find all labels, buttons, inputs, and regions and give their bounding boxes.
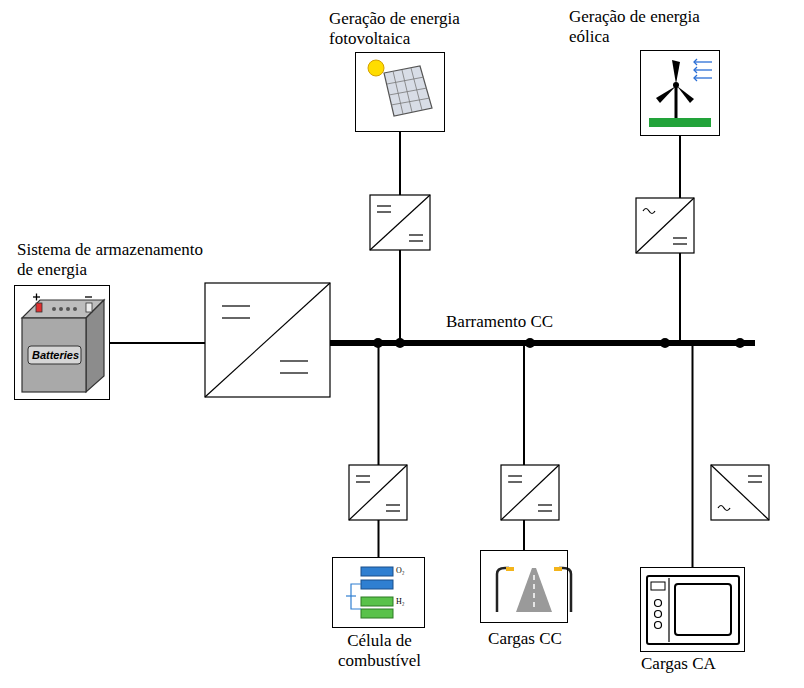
dc-bus: Barramento CC (330, 340, 755, 346)
power-connector (692, 346, 694, 567)
node-label: Geração de energia eólica (569, 7, 729, 47)
converter-symbols (205, 195, 769, 520)
power-connector (378, 346, 380, 557)
gas-label: O₂ (396, 566, 405, 575)
node-label: Cargas CC (465, 629, 585, 649)
fuel-cell-icon (346, 567, 393, 618)
gas-label: H₂ (396, 597, 405, 606)
ac-load-box: Cargas CA (640, 567, 745, 652)
solar-panel-icon (368, 60, 432, 116)
fuel-cell-box: Célula de combustívelO₂H₂ (332, 557, 425, 628)
wind-turbine-icon (649, 59, 712, 127)
node-label: Célula de combustível (321, 631, 438, 671)
microwave-icon (647, 576, 739, 644)
bus-label: Barramento CC (446, 312, 553, 332)
node-label: Geração de energia fotovoltaica (329, 9, 514, 49)
battery-storage-box: Sistema de armazenamento de energiaBatte… (14, 285, 110, 400)
dc-load-box: Cargas CC (480, 550, 568, 623)
node-label: Cargas CA (641, 654, 751, 674)
wind-source-box: Geração de energia eólica (640, 50, 720, 136)
battery-label: Batteries (29, 348, 82, 362)
node-label: Sistema de armazenamento de energia (17, 240, 215, 280)
battery-icon (22, 294, 104, 393)
pv-source-box: Geração de energia fotovoltaica (355, 52, 445, 132)
street-light-icon (497, 567, 571, 612)
